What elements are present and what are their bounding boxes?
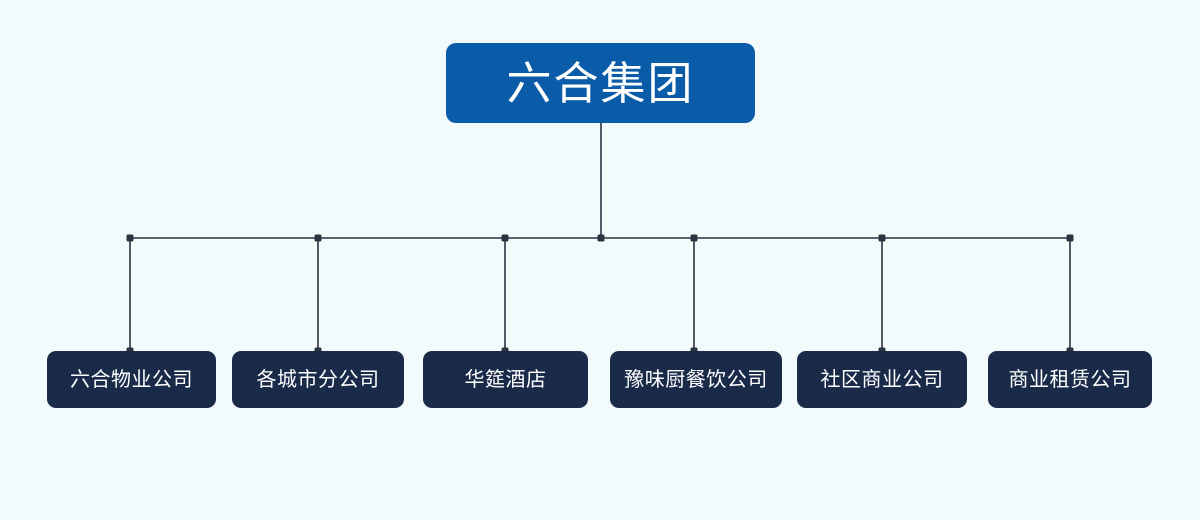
junction-dot-4 — [878, 234, 886, 242]
org-node-root-label: 六合集团 — [506, 57, 695, 109]
junction-dot-5 — [1066, 234, 1074, 242]
org-node-child-2[interactable]: 华筵酒店 — [423, 351, 588, 408]
org-node-root[interactable]: 六合集团 — [446, 43, 755, 123]
junction-dot-trunk — [597, 234, 605, 242]
junction-dot-3 — [690, 234, 698, 242]
org-node-child-1-label: 各城市分公司 — [256, 368, 380, 391]
org-node-child-0[interactable]: 六合物业公司 — [47, 351, 216, 408]
org-node-child-3-label: 豫味厨餐饮公司 — [624, 368, 768, 391]
org-node-child-4[interactable]: 社区商业公司 — [797, 351, 967, 408]
org-node-child-3[interactable]: 豫味厨餐饮公司 — [610, 351, 782, 408]
junction-dot-0 — [126, 234, 134, 242]
junction-dot-1 — [314, 234, 322, 242]
org-node-child-5[interactable]: 商业租赁公司 — [988, 351, 1152, 408]
org-node-child-2-label: 华筵酒店 — [464, 368, 547, 391]
junction-dot-2 — [501, 234, 509, 242]
org-node-child-1[interactable]: 各城市分公司 — [232, 351, 404, 408]
org-node-child-4-label: 社区商业公司 — [820, 368, 944, 391]
org-node-child-0-label: 六合物业公司 — [70, 368, 193, 391]
org-node-child-5-label: 商业租赁公司 — [1008, 368, 1132, 391]
